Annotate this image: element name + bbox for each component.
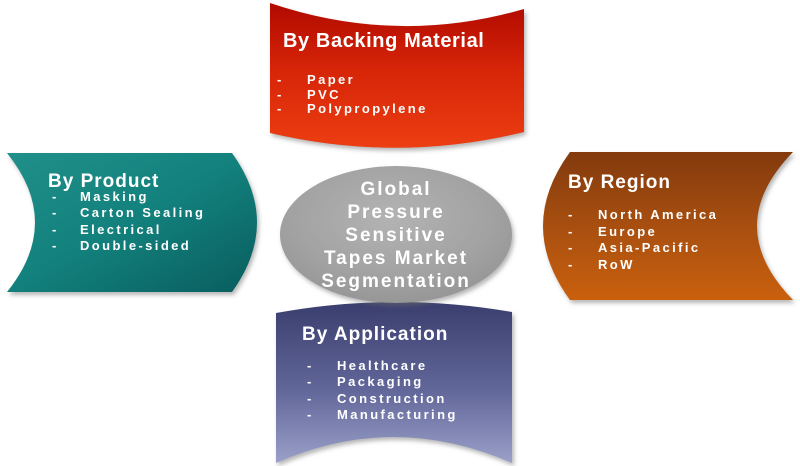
product-title: By Product — [48, 171, 160, 192]
list-item-label: Asia-Pacific — [598, 240, 701, 255]
segment-product: By Product - Masking - Carton Sealing - Ele… — [7, 153, 257, 292]
application-shape — [276, 301, 512, 463]
center-ellipse-group — [280, 166, 512, 303]
bullet-dash: - — [52, 189, 57, 204]
list-item-label: Double-sided — [80, 237, 192, 253]
list-item: - Europe — [568, 224, 718, 241]
center-title-line: Pressure — [347, 202, 445, 223]
product-curved-panel — [7, 153, 257, 292]
list-item: - Double-sided — [52, 238, 205, 254]
bullet-dash: - — [307, 358, 312, 373]
backing-material-shape — [270, 3, 524, 148]
bullet-dash: - — [52, 237, 57, 253]
list-item: - Paper — [277, 72, 428, 88]
bullet-dash: - — [277, 86, 282, 102]
bullet-dash: - — [277, 101, 282, 117]
list-item: - Polypropylene — [277, 102, 428, 117]
segment-application: By Application - Healthcare - Packaging - C… — [275, 301, 512, 465]
bullet-dash: - — [307, 390, 312, 406]
list-item-label: RoW — [598, 256, 635, 272]
center-title-line: Tapes Market — [323, 248, 469, 269]
bullet-dash: - — [277, 72, 282, 87]
backing-material-title: By Backing Material — [283, 30, 485, 52]
bullet-dash: - — [568, 256, 573, 272]
product-shape — [7, 153, 257, 292]
list-item-label: Healthcare — [337, 358, 428, 373]
bullet-dash: - — [307, 374, 312, 390]
application-list: - Healthcare - Packaging - Construction - Ma… — [307, 358, 458, 423]
bullet-dash: - — [568, 223, 573, 239]
list-item-label: Construction — [337, 390, 447, 406]
list-item: - Asia-Pacific — [568, 240, 718, 257]
product-list: - Masking - Carton Sealing - Electrical - Do… — [52, 189, 205, 254]
segment-region: By Region - North America - Europe - Asia-P… — [543, 152, 793, 300]
bullet-dash: - — [52, 221, 57, 237]
list-item: - Healthcare — [307, 358, 458, 374]
list-item-label: Packaging — [337, 374, 424, 390]
list-item: - Packaging — [307, 374, 458, 390]
region-curved-panel — [543, 152, 793, 300]
list-item: - Electrical — [52, 222, 205, 238]
list-item: - Manufacturing — [307, 407, 458, 423]
list-item-label: Paper — [307, 72, 356, 87]
list-item: - Carton Sealing — [52, 205, 205, 221]
center-title-line: Sensitive — [345, 225, 447, 246]
list-item-label: Electrical — [80, 221, 162, 237]
region-title: By Region — [568, 172, 671, 193]
list-item: - Masking — [52, 189, 205, 205]
list-item-label: Manufacturing — [337, 406, 458, 422]
list-item-label: Masking — [80, 189, 149, 204]
center-ellipse-shape — [280, 166, 512, 303]
segment-backing-material: By Backing Material - Paper - PVC - Polypro… — [268, 3, 525, 153]
list-item-label: North America — [598, 207, 719, 222]
center-title: Global Pressure Sensitive Tapes Market S… — [280, 170, 512, 293]
bullet-dash: - — [568, 207, 573, 222]
center-title-line: Global — [360, 179, 432, 200]
backing-material-curved-panel — [270, 3, 524, 148]
bullet-dash: - — [307, 406, 312, 422]
bullet-dash: - — [568, 240, 573, 255]
list-item: - North America — [568, 207, 718, 224]
list-item-label: Europe — [598, 223, 658, 239]
list-item: - RoW — [568, 257, 718, 274]
region-list: - North America - Europe - Asia-Pacific - Ro… — [568, 207, 718, 273]
list-item-label: Polypropylene — [307, 101, 428, 117]
center-ellipse — [280, 166, 512, 303]
list-item: - Construction — [307, 391, 458, 407]
bullet-dash: - — [52, 205, 57, 221]
application-curved-panel — [276, 301, 512, 463]
list-item: - PVC — [277, 86, 428, 103]
application-title: By Application — [302, 324, 449, 345]
backing-material-list: - Paper - PVC - Polypropylene — [277, 72, 428, 117]
list-item-label: PVC — [307, 86, 341, 102]
region-shape — [543, 152, 793, 300]
center-title-line: Segmentation — [321, 271, 471, 292]
list-item-label: Carton Sealing — [80, 205, 206, 221]
